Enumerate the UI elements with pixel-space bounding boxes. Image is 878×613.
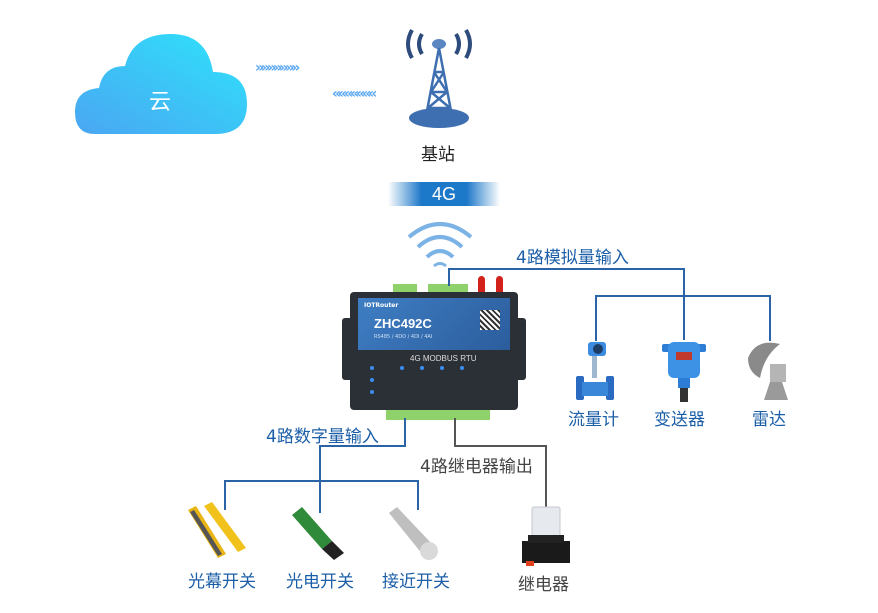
tower-label: 基站 [421, 145, 455, 165]
radar [746, 338, 790, 400]
cell-tower [398, 22, 480, 132]
flow-meter-icon [576, 342, 614, 400]
relay-output-label: 4路继电器输出 [420, 457, 533, 477]
led-icon [370, 378, 374, 382]
wifi-signal [405, 215, 475, 274]
light-curtain-icon [188, 502, 246, 558]
proximity-switch [385, 505, 445, 561]
cell-tower-icon [406, 29, 472, 128]
radar-icon [748, 342, 788, 400]
device-model: ZHC492C [374, 316, 432, 331]
device-brand: IOTRouter [364, 302, 399, 309]
led-icon [370, 390, 374, 394]
connector-line [319, 445, 321, 513]
analog-item-label: 流量计 [568, 410, 619, 430]
connector-line [319, 445, 406, 447]
cloud: 云 [75, 32, 247, 134]
relay [520, 505, 572, 567]
proximity-switch-icon [389, 507, 438, 560]
photoelectric-switch-icon [292, 507, 344, 560]
led-icon [440, 366, 444, 370]
analog-item-label: 变送器 [654, 410, 705, 430]
connector-line [224, 480, 418, 482]
connector-line [454, 445, 546, 447]
transmitter-icon [662, 342, 706, 402]
terminal-block-bottom [386, 410, 490, 420]
led-icon [370, 366, 374, 370]
photoelectric-switch [288, 505, 348, 560]
antenna [478, 276, 485, 296]
qr-code-icon [480, 310, 500, 330]
light-curtain [186, 502, 256, 560]
led-icon [420, 366, 424, 370]
connector-line [595, 295, 771, 297]
analog-item-label: 雷达 [752, 410, 786, 430]
relay-item-label: 继电器 [518, 575, 569, 595]
digital-input-label: 4路数字量输入 [266, 427, 379, 447]
connector-line [224, 480, 226, 510]
connector-line [545, 445, 547, 507]
uplink-arrows: »»»»»»» [255, 60, 300, 76]
cloud-icon [75, 34, 247, 134]
network-4g-badge: 4G [388, 182, 500, 206]
flow-meter [572, 340, 618, 402]
connector-line [404, 418, 406, 446]
connector-line [769, 295, 771, 341]
analog-input-label: 4路模拟量输入 [516, 248, 629, 268]
connector-line [454, 418, 456, 446]
wifi-signal-icon [407, 222, 473, 268]
relay-icon [522, 506, 570, 566]
device-mode: 4G MODBUS RTU [410, 354, 477, 363]
terminal-block-top [428, 284, 468, 294]
downlink-arrows: ««««««« [332, 86, 377, 102]
connector-line [417, 480, 419, 510]
digital-item-label: 光幕开关 [188, 572, 256, 592]
connector-line [595, 295, 597, 341]
device-subtitle: RS485 / 4DO / 4DI / 4AI [374, 334, 433, 340]
connector-line [683, 268, 685, 340]
antenna [496, 276, 503, 296]
transmitter [660, 338, 708, 402]
connector-line [448, 268, 450, 286]
connector-line [448, 268, 684, 270]
zhc492c-device: IOTRouter ZHC492C RS485 / 4DO / 4DI / 4A… [350, 292, 518, 410]
led-icon [400, 366, 404, 370]
digital-item-label: 光电开关 [286, 572, 354, 592]
cloud-label: 云 [149, 90, 172, 115]
led-icon [460, 366, 464, 370]
digital-item-label: 接近开关 [382, 572, 450, 592]
terminal-block-top-left [393, 284, 417, 294]
